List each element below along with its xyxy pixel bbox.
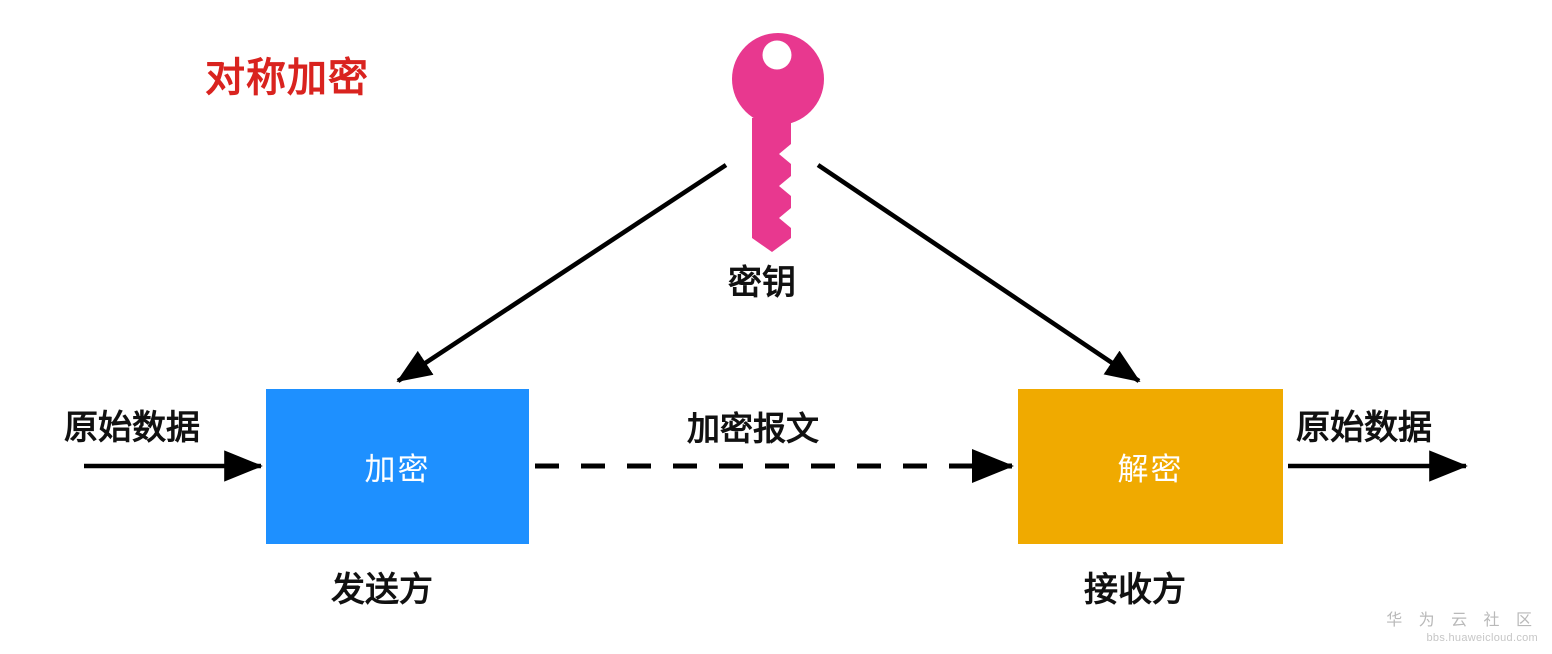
encrypt-node-label: 加密 (364, 452, 431, 487)
input-plaintext-label: 原始数据 (64, 409, 200, 447)
receiver-caption: 接收方 (1084, 571, 1186, 609)
decrypt-node-label: 解密 (1117, 452, 1184, 487)
watermark: 华 为 云 社 区 bbs.huaweicloud.com (1386, 606, 1538, 644)
encrypt-node[interactable]: 加密 (266, 389, 529, 544)
decrypt-node[interactable]: 解密 (1018, 389, 1283, 544)
key-to-encrypt-arrow (396, 163, 728, 383)
sender-caption: 发送方 (331, 571, 433, 609)
ciphertext-label: 加密报文 (687, 410, 819, 447)
watermark-url: bbs.huaweicloud.com (1426, 632, 1538, 644)
page-title: 对称加密 (205, 56, 369, 100)
key-to-decrypt-arrow (816, 163, 1141, 383)
key-icon (732, 33, 824, 252)
key-label: 密钥 (728, 264, 796, 302)
output-plaintext-label: 原始数据 (1296, 409, 1432, 447)
watermark-brand: 华 为 云 社 区 (1386, 612, 1538, 629)
